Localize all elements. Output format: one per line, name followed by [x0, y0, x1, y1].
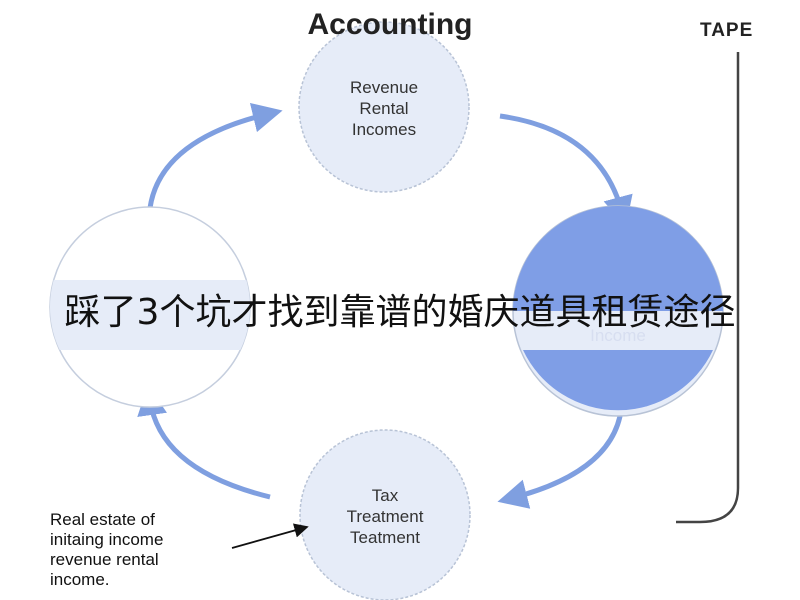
- node-top-line: Revenue: [349, 78, 419, 97]
- node-bottom-line: Teatment: [350, 528, 420, 547]
- node-top-line: Incomes: [351, 120, 417, 139]
- node-top-circle: [298, 21, 470, 193]
- node-bottom-circle: [299, 429, 471, 600]
- arrow-left-to-top: [147, 102, 283, 209]
- node-top-label: Revenue Rental Incomes: [304, 77, 464, 140]
- node-bottom-line: Treatment: [346, 507, 424, 526]
- node-bottom-line: Tax: [371, 486, 399, 505]
- tape-line: [676, 52, 740, 524]
- node-right-label: Income: [538, 325, 698, 346]
- annotation-line: Real estate of: [50, 510, 155, 529]
- node-right-fill-lower: [523, 350, 713, 411]
- node-left-band: [50, 280, 250, 350]
- arrow-top-to-right: [499, 113, 633, 227]
- arrow-bottom-to-left: [137, 385, 271, 500]
- annotation-arrow: [231, 523, 309, 549]
- annotation-line: revenue rental: [50, 550, 159, 569]
- node-bottom-label: Tax Treatment Teatment: [305, 485, 465, 548]
- node-top-line: Rental: [359, 99, 409, 118]
- node-right-line: Income: [590, 326, 646, 345]
- tape-label: TAPE: [700, 20, 754, 41]
- overlay-banner: 踩了3个坑才找到靠谱的婚庆道具租赁途径: [64, 292, 736, 333]
- annotation-text: Real estate of initaing income revenue r…: [50, 510, 250, 590]
- node-right-fill-upper: [513, 206, 723, 311]
- annotation-line: income.: [50, 570, 110, 589]
- annotation-line: initaing income: [50, 530, 164, 549]
- diagram-title: Accounting: [307, 8, 473, 41]
